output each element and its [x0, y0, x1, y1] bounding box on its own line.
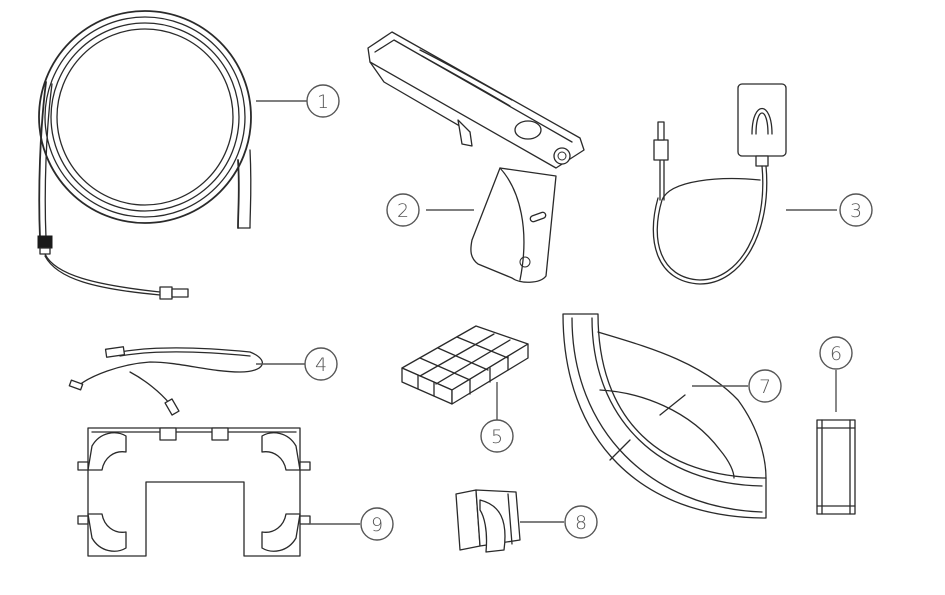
splitter-cable [68, 346, 263, 416]
callout-2-label: 2 [397, 200, 409, 222]
base-tray [77, 427, 311, 557]
callout-4-label: 4 [315, 354, 327, 376]
handle-unit [367, 31, 585, 283]
callout-6: 6 [819, 336, 853, 370]
callout-7-label: 7 [759, 376, 771, 398]
callout-8: 8 [564, 505, 598, 539]
callout-2: 2 [386, 193, 420, 227]
coiled-hose [37, 10, 252, 300]
callout-9: 9 [360, 507, 394, 541]
callout-4: 4 [304, 347, 338, 381]
callout-3-label: 3 [850, 200, 862, 222]
callout-7: 7 [748, 369, 782, 403]
cushion-block [401, 325, 529, 405]
callout-6-label: 6 [830, 343, 842, 365]
callout-1: 1 [306, 84, 340, 118]
power-adapter [652, 83, 787, 285]
spacer-block [816, 419, 856, 515]
callout-8-label: 8 [575, 512, 587, 534]
callout-1-label: 1 [317, 91, 329, 113]
callout-3: 3 [839, 193, 873, 227]
clip [455, 489, 521, 553]
curved-rail [562, 313, 767, 519]
callout-5-label: 5 [491, 426, 503, 448]
callout-5: 5 [480, 419, 514, 453]
callout-9-label: 9 [371, 514, 383, 536]
callout-leaders [256, 100, 837, 525]
